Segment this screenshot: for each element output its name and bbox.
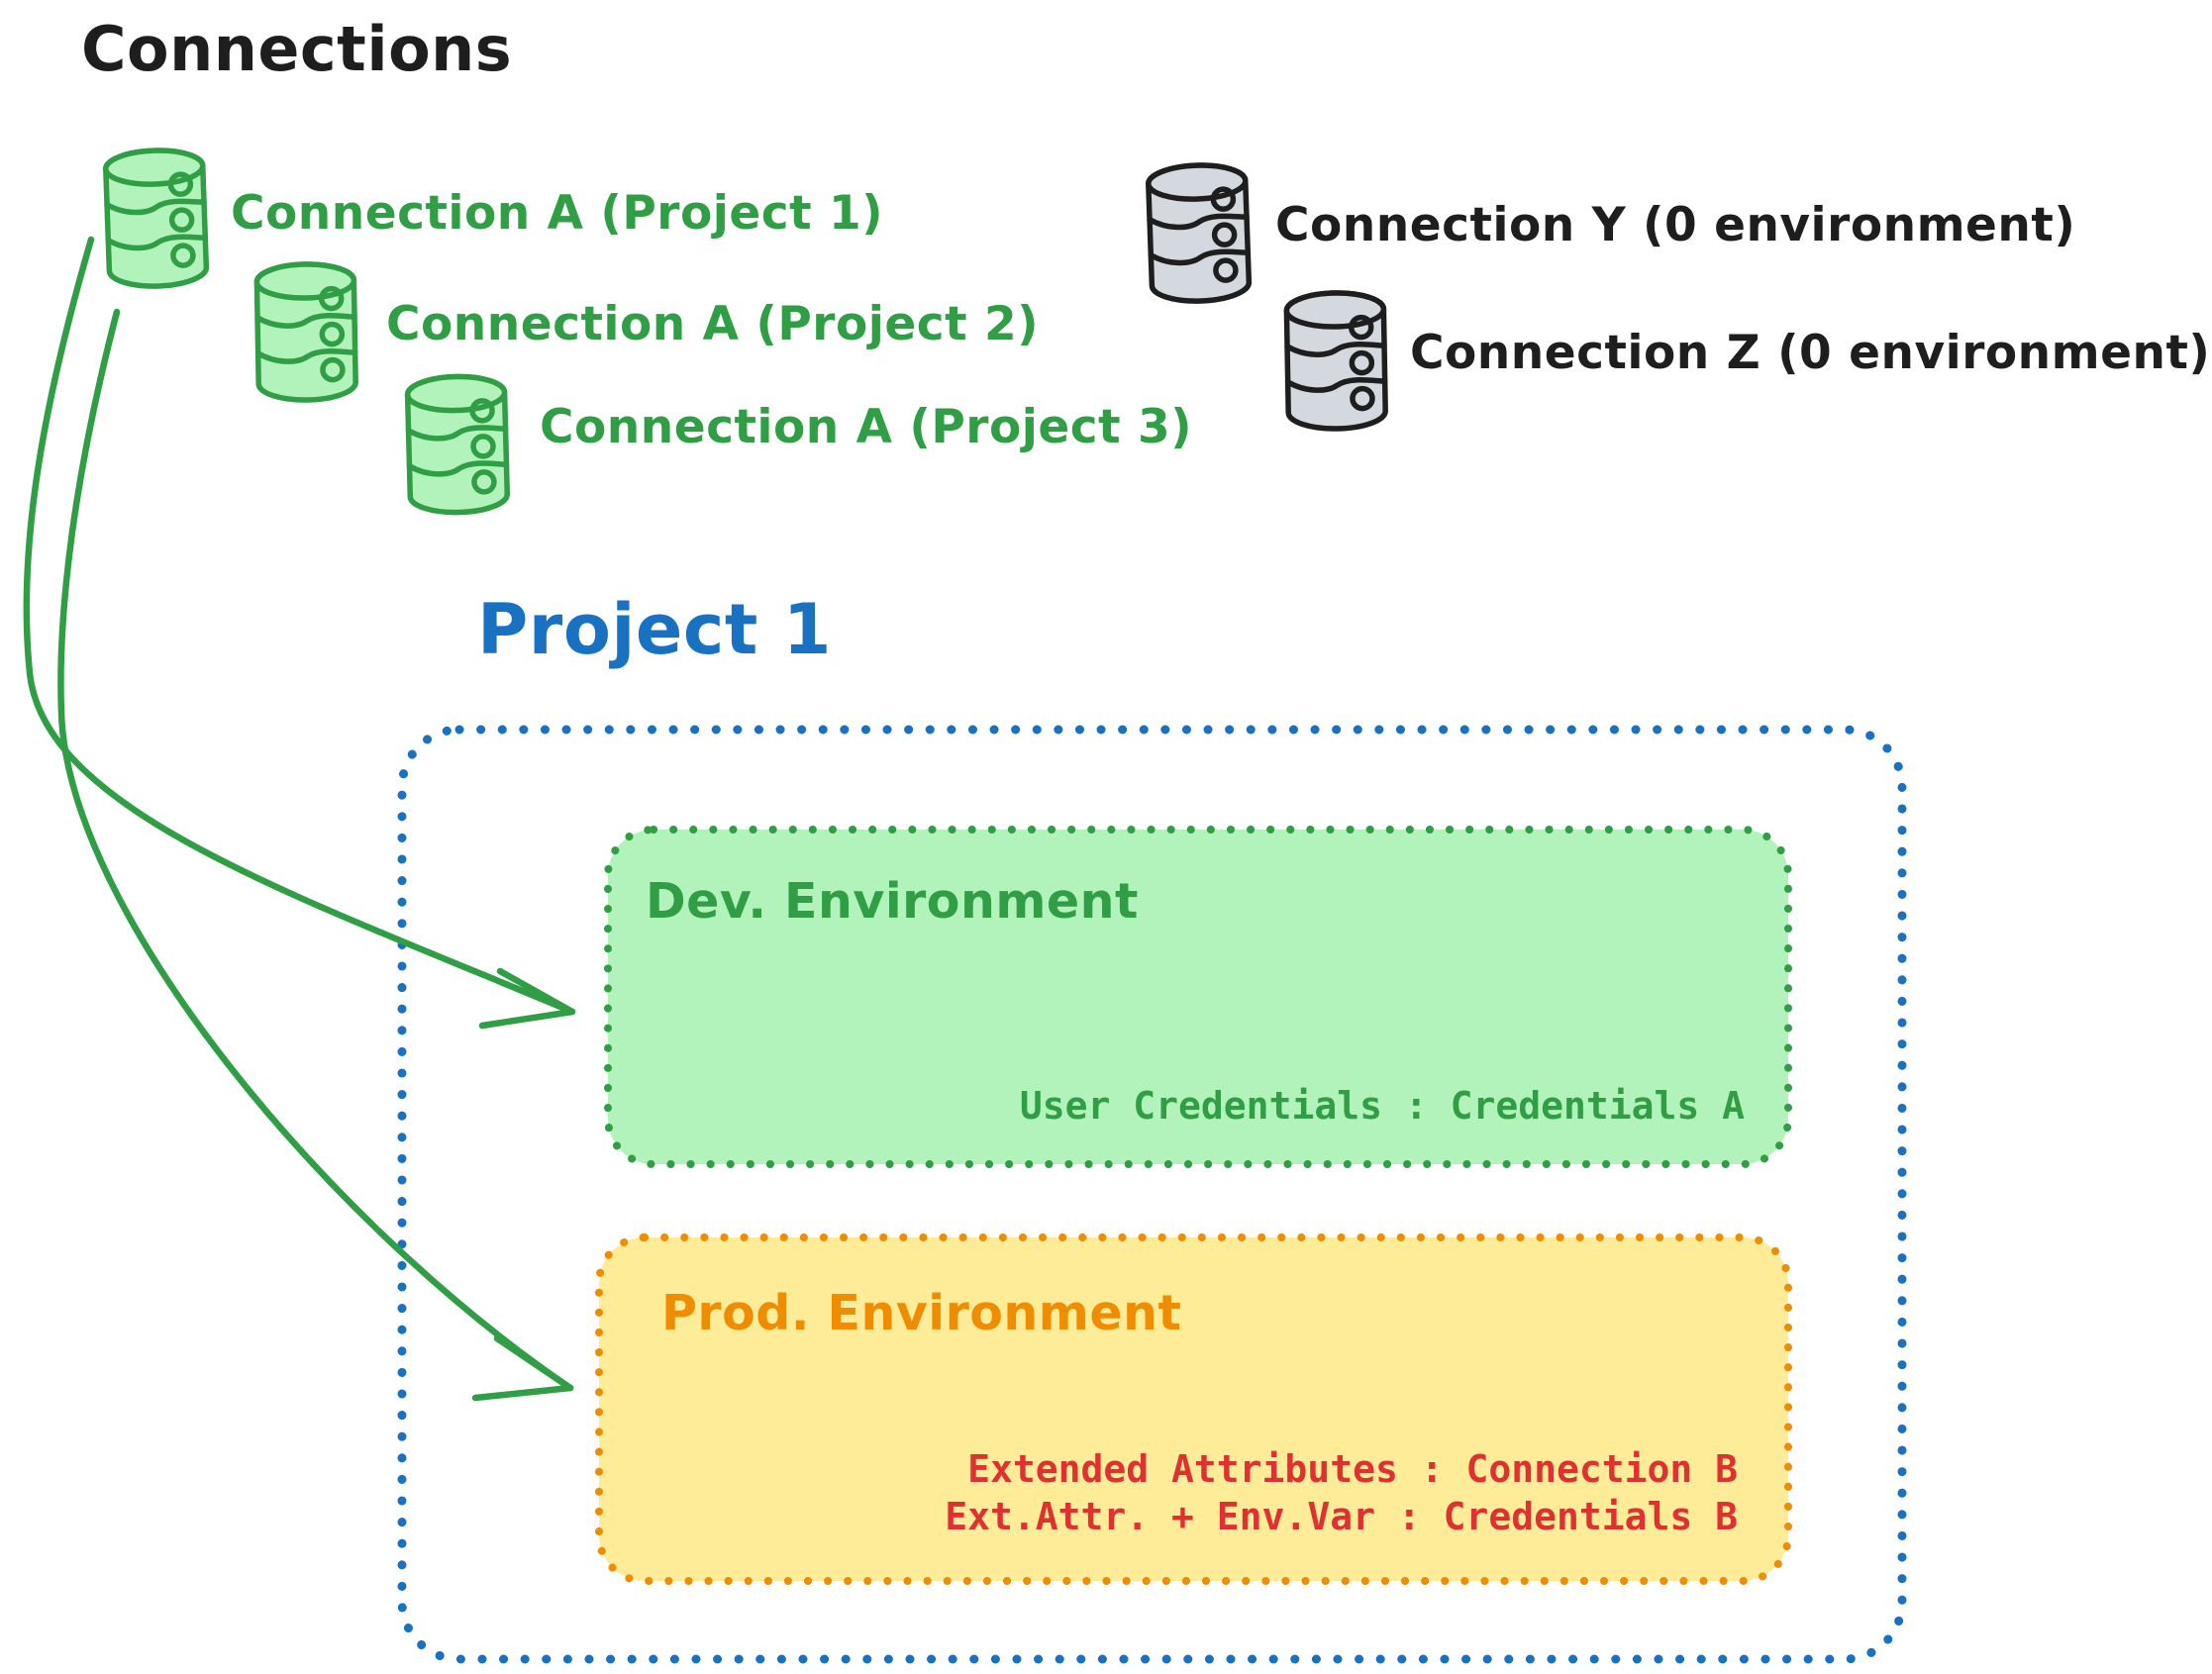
prod-environment-mappings: Extended Attributes : Connection B Ext.A…	[945, 1445, 1738, 1541]
project-1-title: Project 1	[477, 589, 832, 670]
database-icon	[1148, 163, 1250, 302]
connection-a-project-3-label: Connection A (Project 3)	[540, 400, 1193, 454]
connection-z-label: Connection Z (0 environment)	[1410, 326, 2211, 380]
arrow-connection-a-to-dev-environment	[23, 236, 576, 1030]
arrow-connection-a-to-prod-environment	[57, 308, 574, 1402]
prod-environment-mapping-1: Extended Attributes : Connection B	[967, 1447, 1738, 1491]
connection-a-project-2-label: Connection A (Project 2)	[386, 297, 1040, 351]
database-icon	[407, 375, 508, 514]
database-icon	[1286, 292, 1385, 430]
prod-environment-mapping-2: Ext.Attr. + Env.Var : Credentials B	[945, 1495, 1738, 1539]
prod-environment-title: Prod. Environment	[661, 1285, 1182, 1341]
project-1-box	[397, 725, 1907, 1664]
connection-y-label: Connection Y (0 environment)	[1275, 198, 2076, 252]
dev-environment-title: Dev. Environment	[646, 873, 1139, 930]
database-icon	[105, 148, 207, 287]
dev-environment-mapping: User Credentials : Credentials A	[1019, 1084, 1745, 1128]
dev-environment-box	[604, 826, 1792, 1168]
diagram-title: Connections	[81, 13, 513, 85]
database-icon	[256, 263, 355, 401]
connection-a-project-1-label: Connection A (Project 1)	[231, 186, 884, 241]
prod-environment-box	[595, 1233, 1792, 1585]
